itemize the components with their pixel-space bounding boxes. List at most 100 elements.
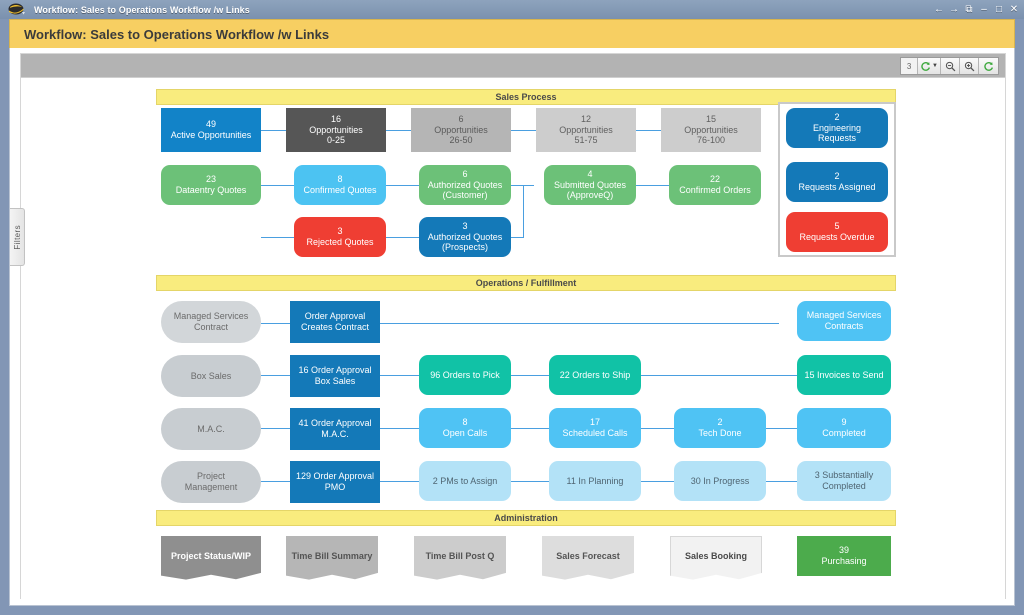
node-count: 6 [458,114,464,125]
doc-time-bill-summary[interactable]: Time Bill Summary [286,536,378,580]
node-completed[interactable]: 9 Completed [797,408,891,448]
connector [636,185,669,186]
connector [261,185,294,186]
node-open-calls[interactable]: 8 Open Calls [419,408,511,448]
window-titlebar: Workflow: Sales to Operations Workflow /… [0,0,1024,19]
node-box-sales[interactable]: Box Sales [161,355,261,397]
close-icon[interactable]: ✕ [1009,3,1019,15]
forward-icon[interactable]: → [949,3,959,15]
refresh-icon[interactable] [979,58,998,74]
node-invoices-to-send[interactable]: 15 Invoices to Send [797,355,891,395]
node-purchasing[interactable]: 39 Purchasing [797,536,891,576]
minimize-icon[interactable]: – [981,3,987,15]
connector [511,428,549,429]
window-body: Filters 3 ▼ [9,48,1015,606]
connector [511,375,549,376]
popout-icon[interactable]: ⧉ [965,3,973,15]
diagram-canvas-container: 3 ▼ [20,53,1006,599]
window-controls: ← → ⧉ – □ ✕ [934,0,1019,19]
band-sales-process-label: Sales Process [495,92,557,102]
doc-label: Project Status/WIP [170,550,251,561]
maximize-icon[interactable]: □ [995,3,1003,15]
node-label: 2 PMs to Assign [432,475,498,486]
connector [511,130,544,131]
refresh-dropdown-icon[interactable]: ▼ [918,58,941,74]
node-rejected-quotes[interactable]: 3 Rejected Quotes [294,217,386,257]
node-tech-done[interactable]: 2 Tech Done [674,408,766,448]
zoom-out-icon[interactable] [941,58,960,74]
node-confirmed-quotes[interactable]: 8 Confirmed Quotes [294,165,386,205]
node-confirmed-orders[interactable]: 22 Confirmed Orders [669,165,761,205]
zoom-in-icon[interactable] [960,58,979,74]
node-pms-to-assign[interactable]: 2 PMs to Assign [419,461,511,501]
doc-sales-booking[interactable]: Sales Booking [670,536,762,580]
node-count: 2 [834,112,840,123]
filters-tab[interactable]: Filters [10,208,25,266]
connector [766,481,797,482]
diagram-toolbar: 3 ▼ [21,54,1005,78]
node-label: Requests Overdue [799,232,875,242]
doc-label: Time Bill Summary [291,550,373,561]
doc-project-status-wip[interactable]: Project Status/WIP [161,536,261,580]
band-administration-label: Administration [494,513,558,523]
node-requests-overdue[interactable]: 5 Requests Overdue [786,212,888,252]
workflow-diagram: Sales Process 49 Active Opportunities 16… [21,79,1005,599]
node-count: 12 [580,114,591,125]
connector [386,185,419,186]
doc-time-bill-post-q[interactable]: Time Bill Post Q [414,536,506,580]
node-requests-assigned[interactable]: 2 Requests Assigned [786,162,888,202]
node-authorized-quotes-prospects[interactable]: 3 Authorized Quotes(Prospects) [419,217,511,257]
node-in-planning[interactable]: 11 In Planning [549,461,641,501]
app-logo-icon [6,2,28,17]
node-label: Open Calls [442,428,488,438]
node-label: M.A.C. [197,423,225,434]
node-label: Authorized Quotes(Customer) [427,179,503,201]
filters-tab-label: Filters [12,224,22,250]
page-number-input[interactable]: 3 [901,58,919,74]
band-operations-label: Operations / Fulfillment [475,278,577,288]
doc-label: Time Bill Post Q [425,550,495,561]
node-dataentry-quotes[interactable]: 23 Dataentry Quotes [161,165,261,205]
node-label: Completed [822,428,866,438]
node-scheduled-calls[interactable]: 17 Scheduled Calls [549,408,641,448]
node-mac[interactable]: M.A.C. [161,408,261,450]
node-count: 2 [834,171,840,182]
node-count: 3 [462,221,468,232]
node-count: 17 [589,417,600,428]
node-authorized-quotes-customer[interactable]: 6 Authorized Quotes(Customer) [419,165,511,205]
toolbar-button-group: 3 ▼ [900,57,999,75]
connector [261,481,290,482]
connector [641,375,797,376]
node-label: Active Opportunities [170,130,252,140]
node-orders-to-pick[interactable]: 96 Orders to Pick [419,355,511,395]
node-submitted-quotes-approveq[interactable]: 4 Submitted Quotes(ApproveQ) [544,165,636,205]
node-active-opportunities[interactable]: 49 Active Opportunities [161,108,261,152]
back-icon[interactable]: ← [934,3,944,15]
doc-sales-forecast[interactable]: Sales Forecast [542,536,634,580]
node-count: 8 [337,174,343,185]
node-in-progress[interactable]: 30 In Progress [674,461,766,501]
doc-label: Sales Forecast [556,550,620,561]
node-label: Box Sales [190,370,232,381]
node-orders-to-ship[interactable]: 22 Orders to Ship [549,355,641,395]
node-label: 96 Orders to Pick [430,369,500,380]
node-count: 5 [834,221,840,232]
page-header-band: Workflow: Sales to Operations Workflow /… [9,19,1015,48]
node-count: 49 [205,119,216,130]
